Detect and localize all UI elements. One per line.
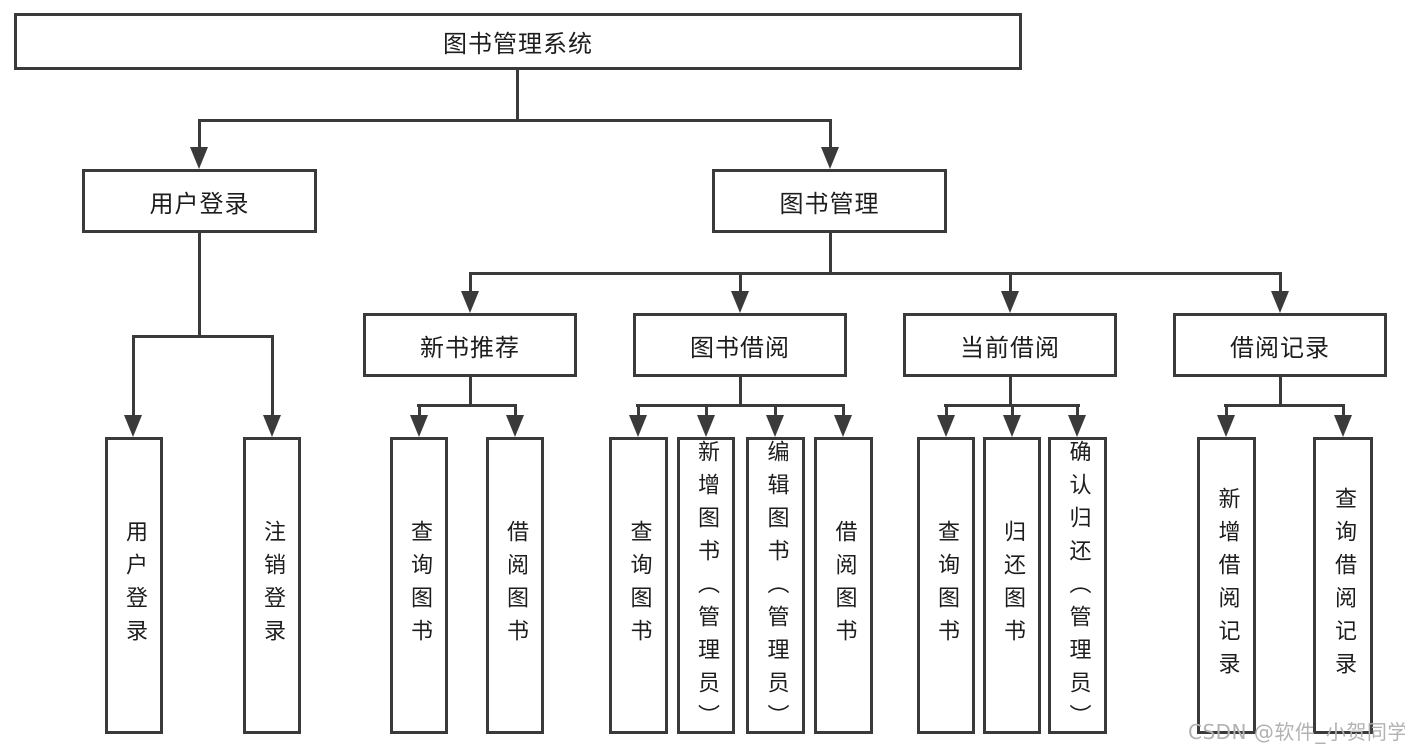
- arrow-down-icon: [697, 415, 715, 437]
- leaf-query-books-current: 查询图书: [917, 437, 975, 734]
- leaf-return-books: 归还图书: [983, 437, 1041, 734]
- leaf-borrow-books-borrowing: 借阅图书: [814, 437, 873, 734]
- arrow-down-icon: [937, 415, 955, 437]
- node-user-login-label: 用户登录: [149, 189, 250, 218]
- connector-line: [705, 404, 708, 418]
- arrow-down-icon: [821, 147, 839, 169]
- node-user-login: 用户登录: [82, 169, 317, 233]
- arrow-down-icon: [190, 147, 208, 169]
- connector-line: [1076, 404, 1079, 418]
- arrow-down-icon: [1334, 415, 1352, 437]
- leaf-query-borrowing-record: 查询借阅记录: [1313, 437, 1373, 734]
- arrow-down-icon: [629, 415, 647, 437]
- connector-line: [132, 335, 274, 338]
- arrow-down-icon: [461, 291, 479, 313]
- connector-line: [271, 335, 274, 417]
- arrow-down-icon: [506, 415, 524, 437]
- node-borrowing-records-label: 借阅记录: [1230, 333, 1330, 362]
- leaf-add-borrowing-record: 新增借阅记录: [1197, 437, 1256, 734]
- connector-line: [829, 233, 832, 275]
- leaf-edit-books-admin-label: 编辑图书（管理员）: [763, 440, 789, 737]
- connector-line: [1225, 404, 1228, 418]
- connector-line: [469, 272, 472, 293]
- arrow-down-icon: [731, 291, 749, 313]
- connector-line: [132, 335, 135, 417]
- connector-line: [1342, 404, 1345, 418]
- leaf-query-books-borrowing-label: 查询图书: [626, 519, 652, 652]
- node-book-borrowing: 图书借阅: [633, 313, 847, 377]
- connector-line: [1279, 377, 1282, 407]
- leaf-user-login: 用户登录: [105, 437, 163, 734]
- connector-line: [636, 404, 845, 407]
- connector-line: [1009, 377, 1012, 407]
- connector-line: [945, 404, 948, 418]
- node-borrowing-records: 借阅记录: [1173, 313, 1387, 377]
- connector-line: [1009, 272, 1012, 293]
- arrow-down-icon: [1003, 415, 1021, 437]
- arrow-down-icon: [1001, 291, 1019, 313]
- leaf-borrow-books-recommend-label: 借阅图书: [503, 519, 528, 652]
- node-current-borrowing: 当前借阅: [903, 313, 1117, 377]
- leaf-return-books-label: 归还图书: [1000, 519, 1025, 652]
- leaf-query-books-current-label: 查询图书: [934, 519, 959, 652]
- leaf-query-borrowing-record-label: 查询借阅记录: [1331, 486, 1356, 685]
- leaf-add-borrowing-record-label: 新增借阅记录: [1214, 486, 1240, 685]
- connector-line: [469, 272, 1282, 275]
- connector-line: [469, 377, 472, 407]
- leaf-logout-login: 注销登录: [243, 437, 301, 734]
- connector-line: [739, 272, 742, 293]
- leaf-confirm-return-admin: 确认归还（管理员）: [1048, 437, 1107, 737]
- node-root-label: 图书管理系统: [443, 30, 593, 58]
- arrow-down-icon: [124, 415, 142, 437]
- connector-line: [842, 404, 845, 418]
- node-book-management-label: 图书管理: [779, 189, 880, 218]
- connector-line: [198, 119, 832, 122]
- node-book-borrowing-label: 图书借阅: [690, 333, 790, 362]
- connector-line: [418, 404, 421, 418]
- connector-line: [774, 404, 777, 418]
- leaf-borrow-books-recommend: 借阅图书: [486, 437, 544, 734]
- node-root: 图书管理系统: [14, 13, 1022, 70]
- leaf-query-books-recommend-label: 查询图书: [407, 519, 432, 652]
- connector-line: [637, 404, 640, 418]
- node-current-borrowing-label: 当前借阅: [960, 333, 1060, 362]
- leaf-logout-login-label: 注销登录: [260, 519, 285, 652]
- arrow-down-icon: [263, 415, 281, 437]
- leaf-edit-books-admin: 编辑图书（管理员）: [746, 437, 805, 737]
- leaf-borrow-books-borrowing-label: 借阅图书: [831, 519, 857, 652]
- connector-line: [829, 119, 832, 150]
- arrow-down-icon: [834, 415, 852, 437]
- node-new-book-recommendation: 新书推荐: [363, 313, 577, 377]
- leaf-query-books-borrowing: 查询图书: [609, 437, 668, 734]
- leaf-query-books-recommend: 查询图书: [390, 437, 448, 734]
- connector-line: [1224, 404, 1345, 407]
- arrow-down-icon: [1068, 415, 1086, 437]
- arrow-down-icon: [1271, 291, 1289, 313]
- connector-line: [516, 70, 519, 120]
- connector-line: [198, 119, 201, 150]
- arrow-down-icon: [766, 415, 784, 437]
- csdn-watermark: CSDN @软件_小贺同学: [1188, 720, 1405, 744]
- arrow-down-icon: [410, 415, 428, 437]
- leaf-user-login-label: 用户登录: [122, 519, 147, 652]
- connector-line: [417, 404, 517, 407]
- leaf-add-books-admin: 新增图书（管理员）: [677, 437, 735, 737]
- node-new-book-recommendation-label: 新书推荐: [420, 333, 520, 362]
- leaf-confirm-return-admin-label: 确认归还（管理员）: [1065, 440, 1091, 737]
- connector-line: [1011, 404, 1014, 418]
- node-book-management: 图书管理: [712, 169, 947, 233]
- arrow-down-icon: [1217, 415, 1235, 437]
- connector-line: [198, 233, 201, 338]
- connector-line: [739, 377, 742, 407]
- connector-line: [1279, 272, 1282, 293]
- connector-line: [514, 404, 517, 418]
- leaf-add-books-admin-label: 新增图书（管理员）: [694, 440, 719, 737]
